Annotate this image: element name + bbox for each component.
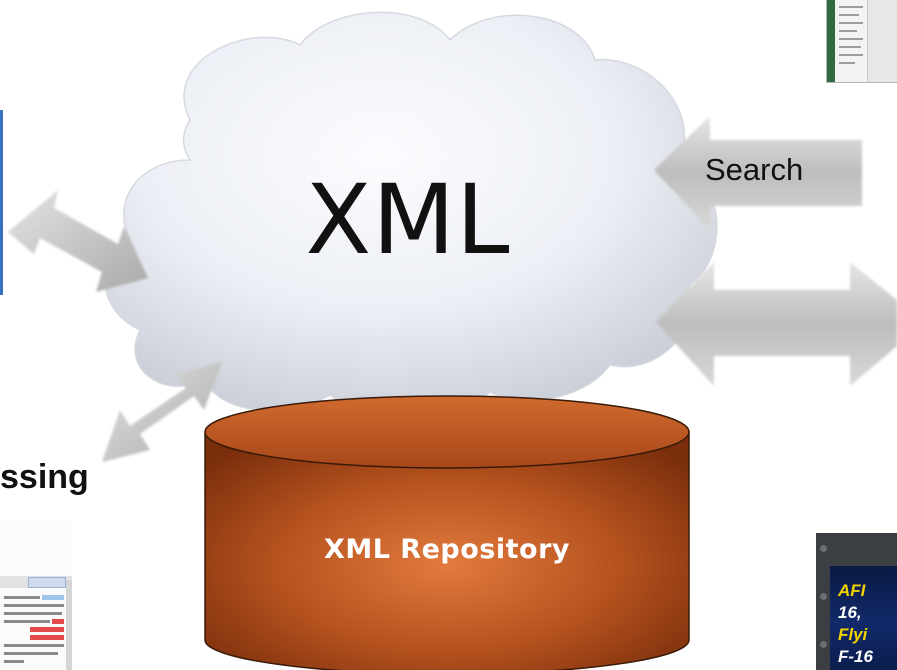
thumbnail-text-line: [4, 652, 58, 655]
bezel-knob-icon: [820, 593, 827, 600]
thumbnail-highlight: [42, 595, 64, 600]
pdf-screenshot-thumbnail: [826, 0, 897, 83]
afi-line-1: AFI: [838, 581, 866, 600]
cropped-screenshot-edge: [0, 110, 3, 295]
thumbnail-text-line: [839, 62, 855, 64]
afi-line-3: Flyi: [838, 625, 868, 644]
thumbnail-text-line: [839, 14, 859, 16]
thumbnail-text-line: [839, 22, 863, 24]
left-lower-double-arrow: [102, 362, 222, 462]
search-label: Search: [705, 152, 804, 187]
thumbnail-text-line: [4, 604, 64, 607]
thumbnail-header-tag: [28, 577, 66, 588]
thumbnail-text-line: [839, 54, 863, 56]
processing-partial-label: ssing: [0, 458, 89, 496]
xml-repository-cylinder: [204, 395, 690, 670]
bezel-knob-icon: [820, 545, 827, 552]
search-arrow: [654, 116, 862, 230]
thumbnail-text-line: [4, 612, 62, 615]
thumbnail-scrollbar: [66, 580, 72, 670]
thumbnail-text-line: [839, 6, 863, 8]
bezel-knob-icon: [820, 641, 827, 648]
thumbnail-text-line: [839, 30, 857, 32]
afi-line-2: 16,: [838, 603, 862, 622]
processing-screenshot-thumbnail: [0, 520, 72, 670]
thumbnail-text-line: [4, 620, 50, 623]
thumbnail-text-line: [4, 644, 64, 647]
thumbnail-sidebar: [827, 0, 835, 82]
thumbnail-text-line: [4, 596, 40, 599]
cloud-title: XML: [305, 164, 511, 276]
thumbnail-highlight: [52, 619, 64, 624]
afi-cockpit-screen-thumbnail: AFI 16, Flyi F-16: [816, 533, 897, 670]
left-upper-double-arrow: [8, 190, 148, 292]
thumbnail-text-line: [4, 660, 24, 663]
thumbnail-highlight: [30, 627, 64, 632]
thumbnail-highlight: [30, 635, 64, 640]
thumbnail-document-pane: [867, 0, 897, 82]
thumbnail-text-line: [839, 46, 861, 48]
afi-line-4: F-16: [838, 647, 873, 666]
right-double-arrow: [656, 262, 897, 386]
repository-label: XML Repository: [324, 534, 570, 565]
thumbnail-text-line: [839, 38, 863, 40]
afi-display: [830, 566, 897, 670]
